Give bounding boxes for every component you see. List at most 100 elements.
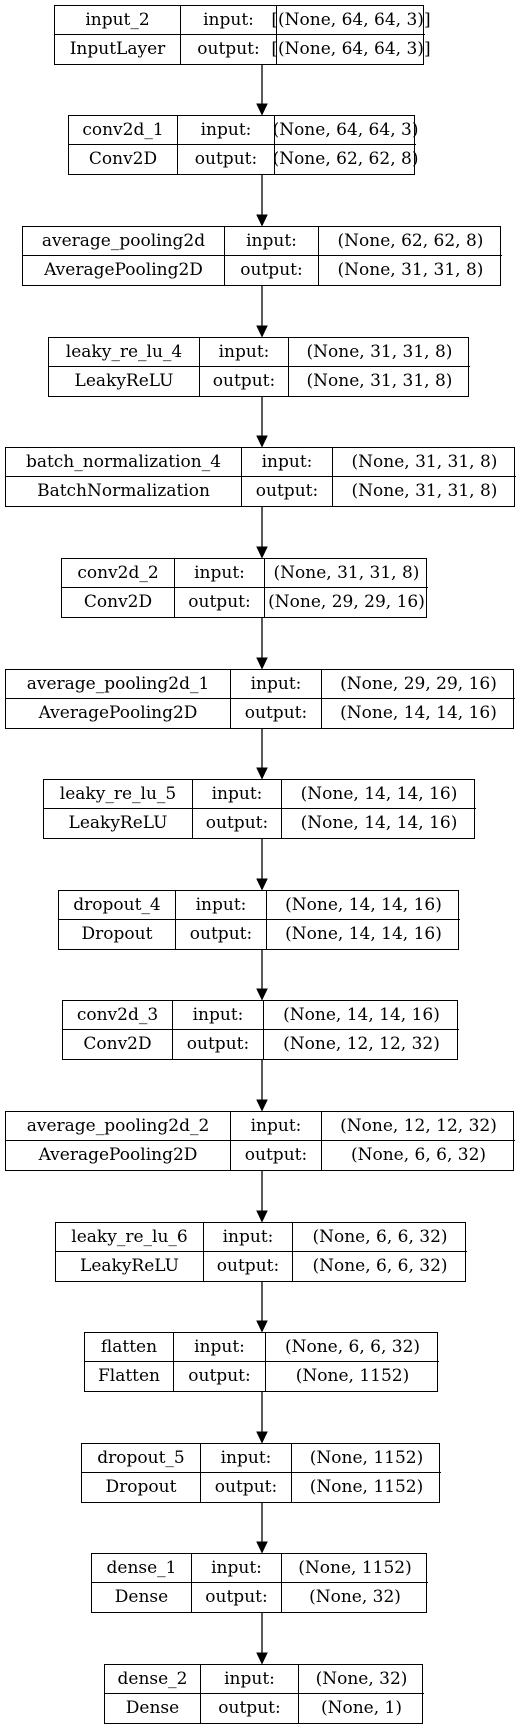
layer-name: conv2d_1 (69, 116, 178, 145)
arrowhead (256, 988, 268, 1001)
output-shape: (None, 12, 12, 32) (283, 1034, 440, 1054)
arrowhead (256, 767, 268, 780)
output-shape: (None, 29, 29, 16) (268, 592, 425, 612)
input-shape: (None, 62, 62, 8) (319, 227, 502, 256)
input-label: input: (192, 1554, 282, 1583)
arrowhead (256, 546, 268, 559)
layer-name: input_2 (55, 6, 181, 35)
layer-type: LeakyReLU (44, 809, 193, 838)
output-label: output: (204, 1252, 293, 1281)
output-shape: (None, 14, 14, 16) (285, 924, 442, 944)
output-shape: (None, 31, 31, 8) (306, 371, 453, 391)
input-shape: (None, 14, 14, 16) (282, 780, 476, 809)
output-label: output: (176, 920, 267, 949)
input-shape: (None, 32) (299, 1665, 424, 1694)
layer-name: dropout_5 (82, 1444, 201, 1473)
input-label: input: (201, 1444, 292, 1473)
input-shape: (None, 1152) (292, 1444, 441, 1473)
input-label: input: (181, 6, 277, 35)
arrowhead (256, 1541, 268, 1554)
layer-type: InputLayer (55, 35, 181, 64)
output-label: output: (178, 145, 275, 174)
input-shape: (None, 6, 6, 32) (293, 1223, 467, 1252)
input-shape: (None, 31, 31, 8) (333, 448, 516, 477)
output-label: output: (200, 367, 289, 396)
input-label: input: (231, 670, 322, 699)
output-shape: (None, 6, 6, 32) (312, 1256, 448, 1276)
layer-type: Dropout (82, 1473, 201, 1502)
arrowhead (256, 103, 268, 116)
output-shape: (None, 1152) (295, 1366, 410, 1386)
layer-name: leaky_re_lu_6 (56, 1223, 204, 1252)
output-shape: (None, 14, 14, 16) (300, 813, 458, 833)
output-shape: (None, 32) (309, 1587, 401, 1607)
layer-type: BatchNormalization (6, 477, 242, 506)
layer-name: batch_normalization_4 (6, 448, 242, 477)
arrowhead (256, 1210, 268, 1223)
output-label: output: (181, 35, 277, 64)
input-label: input: (175, 559, 265, 588)
input-shape: (None, 12, 12, 32) (322, 1112, 515, 1141)
output-label: output: (174, 1362, 266, 1391)
layer-name: flatten (85, 1333, 174, 1362)
output-shape: (None, 1152) (309, 1477, 424, 1497)
arrowhead (256, 435, 268, 448)
arrowhead (256, 325, 268, 338)
input-shape: (None, 64, 64, 3) (273, 116, 418, 145)
input-label: input: (204, 1223, 293, 1252)
output-shape: (None, 62, 62, 8) (272, 149, 419, 169)
layer-name: dense_1 (92, 1554, 192, 1583)
input-shape: [(None, 64, 64, 3)] (271, 6, 431, 35)
output-shape: (None, 31, 31, 8) (351, 481, 498, 501)
output-label: output: (173, 1030, 264, 1059)
output-label: output: (231, 1141, 322, 1170)
layer-type: Conv2D (69, 145, 178, 174)
output-shape: (None, 14, 14, 16) (340, 703, 497, 723)
output-label: output: (225, 256, 319, 285)
input-shape: (None, 31, 31, 8) (265, 559, 428, 588)
input-shape: (None, 6, 6, 32) (266, 1333, 439, 1362)
input-label: input: (200, 338, 289, 367)
output-label: output: (193, 809, 282, 838)
input-label: input: (193, 780, 282, 809)
output-label: output: (231, 699, 322, 728)
output-label: output: (192, 1583, 282, 1612)
arrowhead (256, 1320, 268, 1333)
input-label: input: (225, 227, 319, 256)
input-label: input: (201, 1665, 299, 1694)
layer-type: AveragePooling2D (6, 699, 231, 728)
output-label: output: (242, 477, 333, 506)
input-label: input: (176, 891, 267, 920)
output-shape: (None, 6, 6, 32) (350, 1145, 487, 1165)
input-label: input: (178, 116, 275, 145)
layer-type: Dense (105, 1694, 201, 1723)
layer-type: AveragePooling2D (6, 1141, 231, 1170)
input-label: input: (173, 1001, 264, 1030)
input-label: input: (231, 1112, 322, 1141)
input-shape: (None, 31, 31, 8) (289, 338, 470, 367)
input-shape: (None, 14, 14, 16) (264, 1001, 459, 1030)
layer-type: Conv2D (63, 1030, 173, 1059)
output-label: output: (201, 1473, 292, 1502)
layer-name: dense_2 (105, 1665, 201, 1694)
input-label: input: (174, 1333, 266, 1362)
output-label: output: (175, 588, 265, 617)
layer-type: Dropout (59, 920, 176, 949)
arrowhead (256, 657, 268, 670)
output-shape: (None, 1) (320, 1698, 402, 1718)
layer-type: Conv2D (62, 588, 175, 617)
